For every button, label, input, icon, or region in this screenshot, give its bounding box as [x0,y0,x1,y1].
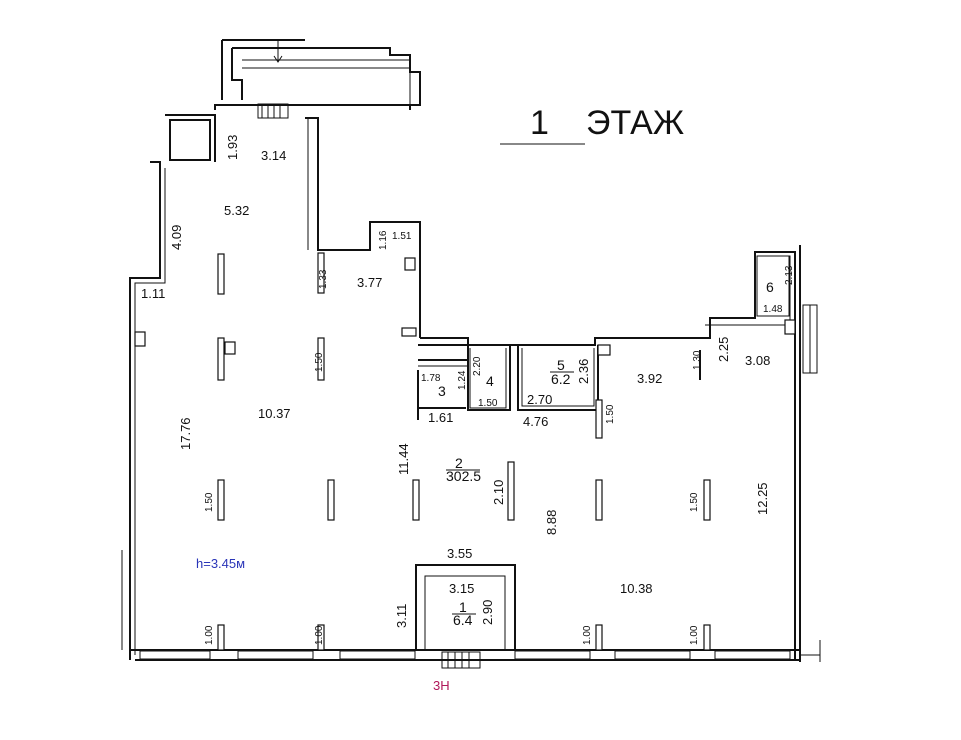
dim-1-50e: 1.50 [689,492,700,512]
horizontal-dimensions: 3.14 5.32 1.11 1.51 3.77 1.48 3.08 3.92 … [141,148,783,596]
dim-1-50d: 1.50 [204,492,215,512]
dim-4-76: 4.76 [523,414,548,429]
dim-2-10: 2.10 [491,480,506,505]
dim-2-13: 2.13 [784,265,795,285]
room-2-area: 302.5 [446,468,481,484]
dim-2-36: 2.36 [576,359,591,384]
exterior-walls [121,39,821,669]
dim-1-51: 1.51 [392,231,412,242]
dim-3-15: 3.15 [449,581,474,596]
interior-partitions [224,255,790,650]
floor-title: 1 ЭТАЖ [500,104,684,145]
dim-3-55: 3.55 [447,546,472,561]
dim-11-44: 11.44 [396,443,411,475]
room-5-number: 5 [557,357,565,373]
dim-12-25: 12.25 [755,482,770,515]
dim-4-09: 4.09 [169,225,184,250]
dim-1-50c: 1.50 [314,352,325,372]
dim-3-11: 3.11 [394,604,409,628]
room-1-number: 1 [459,599,467,615]
dim-1-61: 1.61 [428,410,453,425]
dim-3-92: 3.92 [637,371,662,386]
dim-1-11: 1.11 [141,286,165,301]
dim-2-70: 2.70 [527,392,552,407]
dim-1-30: 1.30 [692,350,703,370]
dim-3-14: 3.14 [261,148,286,163]
dim-2-20: 2.20 [472,356,483,376]
dim-2-25: 2.25 [716,337,731,362]
bottom-windows [139,650,791,660]
room-5-area: 6.2 [551,371,571,387]
dim-3-77: 3.77 [357,275,382,290]
dim-1-50b: 1.50 [605,404,616,424]
dim-1-50a: 1.50 [478,398,498,409]
dim-10-38: 10.38 [620,581,653,596]
dim-1-00d: 1.00 [689,625,700,645]
floor-number: 1 [530,104,549,142]
room-6-number: 6 [766,279,774,295]
vertical-dimensions: 1.93 4.09 1.16 1.33 2.13 2.25 1.30 2.20 … [169,135,795,645]
dim-5-32: 5.32 [224,203,249,218]
dim-2-90: 2.90 [480,600,495,625]
dim-1-78: 1.78 [421,373,441,384]
ceiling-height-note: h=3.45м [196,556,245,571]
dim-1-93: 1.93 [225,135,240,160]
dim-1-00a: 1.00 [204,625,215,645]
room-4-number: 4 [486,373,494,389]
dim-1-33: 1.33 [318,269,329,289]
dim-8-88: 8.88 [544,510,559,535]
floor-word: ЭТАЖ [586,104,684,142]
room-1-area: 6.4 [453,612,473,628]
dim-1-00c: 1.00 [582,625,593,645]
dim-10-37: 10.37 [258,406,291,421]
dim-17-76: 17.76 [178,417,193,450]
dim-1-24: 1.24 [457,370,468,390]
room-2-number: 2 [455,455,463,471]
room-labels: 2 302.5 1 6.4 3 4 5 6.2 6 [438,279,774,628]
dim-1-16: 1.16 [378,230,389,250]
dim-1-48: 1.48 [763,304,783,315]
dim-3-08: 3.08 [745,353,770,368]
columns [217,252,711,651]
entrance-label: 3Н [433,678,450,693]
dim-1-00b: 1.00 [314,625,325,645]
room-3-number: 3 [438,383,446,399]
